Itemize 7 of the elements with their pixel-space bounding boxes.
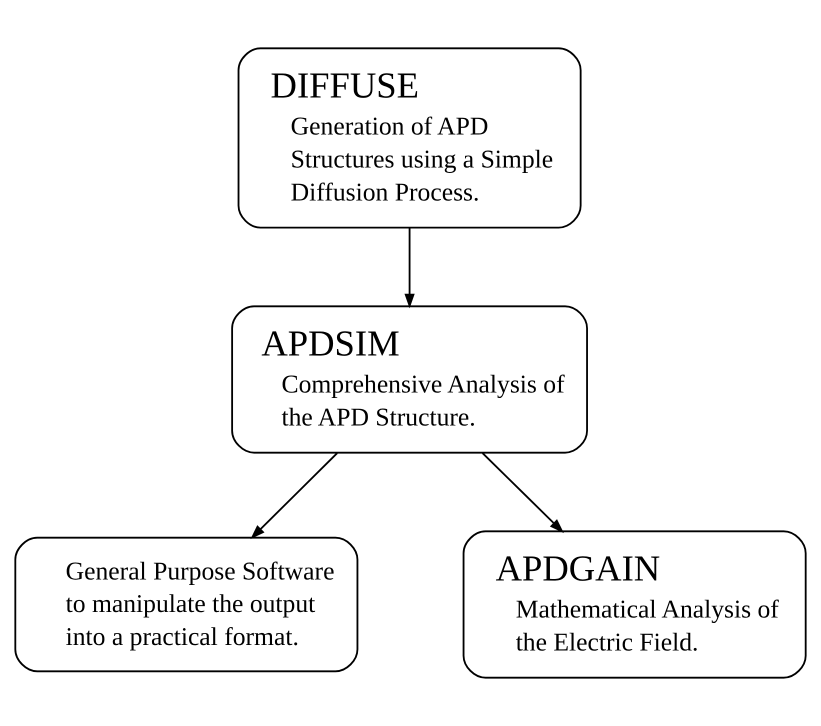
node-box: DIFFUSE Generation of APD Structures using a Simple Diffusion Process.: [238, 47, 582, 229]
arrow: [250, 452, 338, 540]
arrow: [404, 228, 415, 308]
arrow: [482, 452, 564, 534]
node-box: APDSIM Comprehensive Analysis of the APD Structure.: [231, 305, 588, 454]
node-box: General Purpose Software to manipulate the output into a practical format.: [14, 536, 358, 672]
node-box: APDGAIN Mathematical Analysis of the Electric Field.: [462, 530, 807, 679]
